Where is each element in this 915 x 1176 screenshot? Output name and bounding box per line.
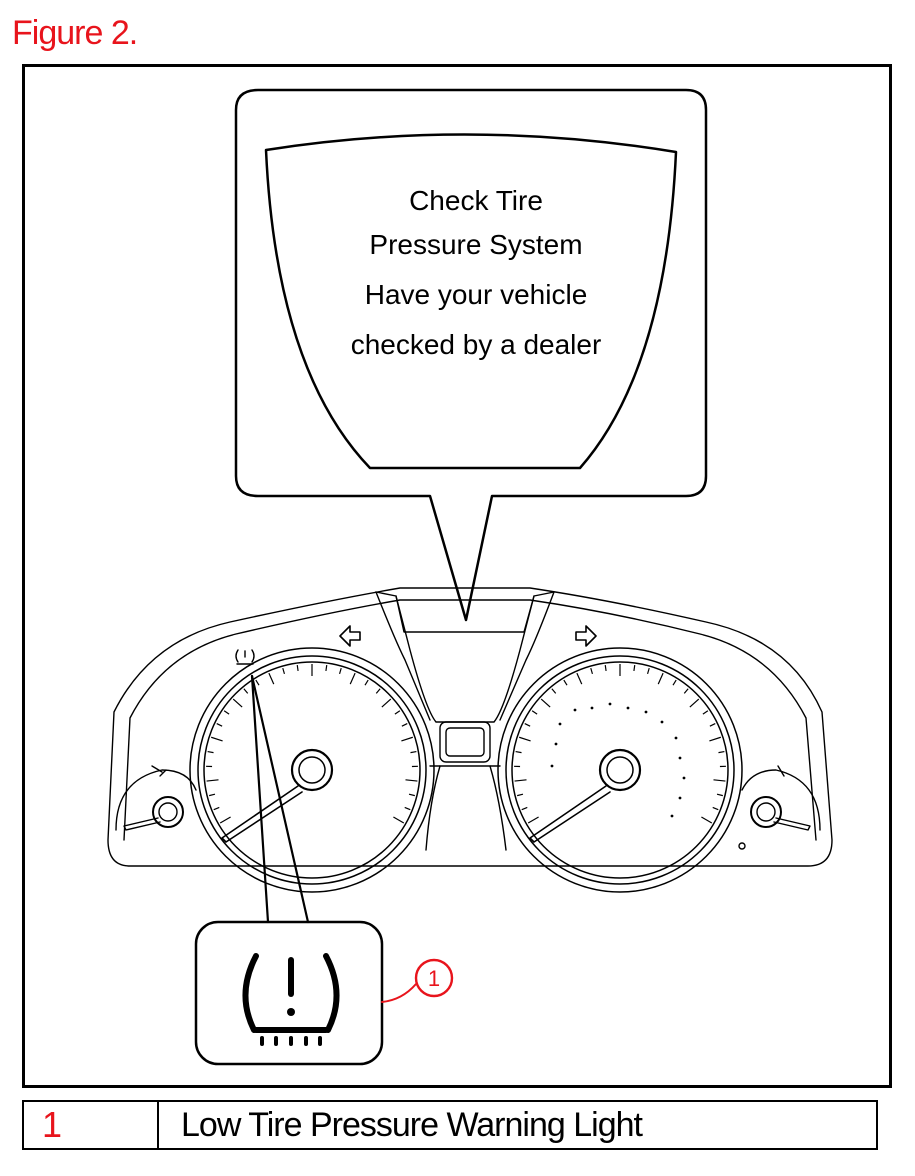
gauge-tick bbox=[576, 672, 583, 685]
tpms-tread-marks bbox=[260, 1036, 322, 1046]
gauge-tick bbox=[718, 751, 725, 754]
gauge-tick bbox=[338, 667, 342, 675]
gauge-tick bbox=[524, 722, 531, 727]
gauge-tick bbox=[646, 667, 650, 675]
gauge-tick bbox=[207, 751, 214, 754]
figure-title: Figure 2. bbox=[12, 14, 138, 52]
gauge-tick bbox=[709, 736, 721, 742]
gauge-tick bbox=[232, 698, 243, 708]
gauge-tick bbox=[709, 722, 716, 727]
gauge-tick bbox=[527, 816, 539, 824]
instrument-cluster bbox=[107, 587, 833, 867]
gauge-tick bbox=[689, 698, 700, 708]
gauge-tick bbox=[515, 751, 522, 754]
gauge-tick bbox=[211, 736, 223, 742]
gauge-tick bbox=[521, 806, 528, 811]
gauge-tick bbox=[393, 816, 405, 824]
gauge-tick bbox=[349, 672, 356, 685]
left-gauge bbox=[189, 647, 435, 893]
small-right-gauge bbox=[738, 765, 821, 850]
gauge-tick bbox=[401, 722, 408, 727]
gauge-tick bbox=[209, 793, 216, 797]
gauge-tick bbox=[604, 664, 607, 672]
message-line-3: Have your vehicle bbox=[365, 279, 588, 310]
gauge-tick bbox=[514, 779, 527, 782]
gauge-tick bbox=[531, 710, 538, 715]
gauge-tick bbox=[404, 806, 411, 811]
legend-row-label: Low Tire Pressure Warning Light bbox=[181, 1106, 643, 1144]
gauge-tick bbox=[702, 710, 709, 715]
callout-number: 1 bbox=[428, 966, 440, 991]
diagram-frame bbox=[22, 64, 892, 1088]
gauge-tick bbox=[243, 688, 249, 694]
gauge-tick bbox=[551, 688, 557, 694]
gauge-tick bbox=[375, 688, 381, 694]
gauge-tick bbox=[255, 679, 260, 686]
turn-signal-left-icon bbox=[339, 625, 361, 647]
gauge-tick bbox=[701, 816, 713, 824]
gauge-tick bbox=[219, 816, 231, 824]
message-line-1: Check Tire bbox=[409, 185, 543, 216]
gauge-tick bbox=[712, 806, 719, 811]
message-line-2: Pressure System bbox=[369, 229, 582, 260]
gauge-tick bbox=[325, 664, 328, 672]
gauge-tick bbox=[716, 793, 723, 797]
right-gauge bbox=[497, 647, 743, 893]
gauge-tick bbox=[268, 672, 275, 685]
gauge-tick bbox=[394, 710, 401, 715]
gauge-tick bbox=[381, 698, 392, 708]
gauge-tick bbox=[408, 793, 415, 797]
gauge-tick bbox=[563, 679, 568, 686]
display-screen bbox=[264, 133, 678, 470]
left-gauge-ticks bbox=[206, 664, 418, 824]
gauge-tick bbox=[519, 736, 531, 742]
message-bubble bbox=[234, 88, 708, 622]
callout-circle bbox=[414, 958, 454, 998]
callout-leader-lines bbox=[250, 674, 310, 924]
gauge-tick bbox=[213, 806, 220, 811]
gauge-tick bbox=[206, 779, 219, 782]
gauge-tick bbox=[540, 698, 551, 708]
gauge-tick bbox=[657, 672, 664, 685]
gauge-tick bbox=[633, 664, 636, 672]
gauge-tick bbox=[296, 664, 299, 672]
cluster-tpms-indicator-icon bbox=[235, 649, 255, 665]
tpms-warning-icon bbox=[242, 953, 340, 1033]
right-gauge-ticks bbox=[514, 664, 726, 824]
gauge-tick bbox=[216, 722, 223, 727]
legend-row-number: 1 bbox=[24, 1102, 159, 1148]
gauge-tick bbox=[223, 710, 230, 715]
right-gauge-dots bbox=[550, 702, 686, 818]
small-left-gauge bbox=[115, 765, 197, 831]
callout-pointer-line bbox=[381, 983, 417, 1003]
warning-light-box bbox=[194, 920, 384, 1066]
gauge-tick bbox=[590, 667, 594, 675]
gauge-tick bbox=[517, 793, 524, 797]
turn-signal-right-icon bbox=[575, 625, 597, 647]
gauge-tick bbox=[713, 779, 726, 782]
legend-table: 1 Low Tire Pressure Warning Light bbox=[22, 1100, 878, 1150]
gauge-tick bbox=[282, 667, 286, 675]
gauge-tick bbox=[683, 688, 689, 694]
gauge-tick bbox=[672, 679, 677, 686]
gauge-tick bbox=[410, 751, 417, 754]
gauge-tick bbox=[401, 736, 413, 742]
message-line-4: checked by a dealer bbox=[351, 329, 602, 360]
gauge-tick bbox=[405, 779, 418, 782]
tpms-warning-dot bbox=[287, 1008, 295, 1016]
gauge-tick bbox=[364, 679, 369, 686]
